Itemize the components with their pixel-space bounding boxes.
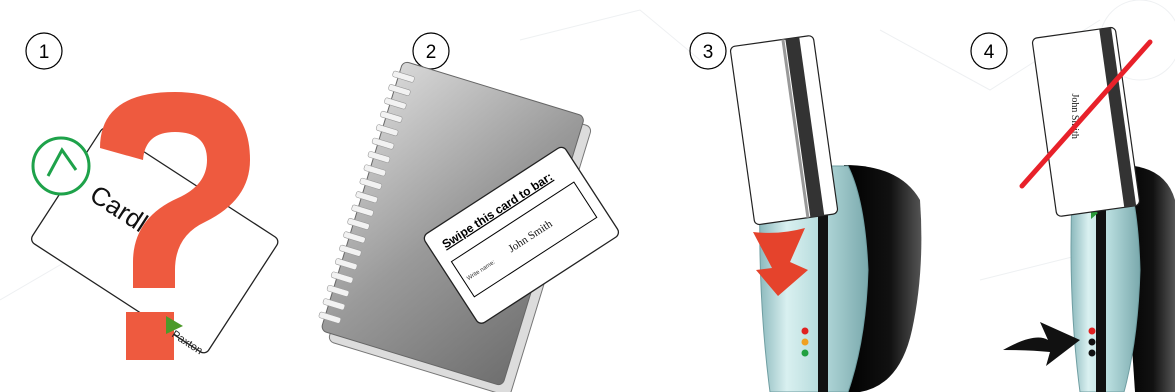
wrong-orientation-card: John Smith — [1031, 26, 1141, 217]
step-number-badge: 3 — [689, 32, 727, 70]
step-number-badge: 1 — [25, 32, 63, 70]
step-number: 3 — [703, 42, 714, 63]
led-icon — [1088, 327, 1096, 357]
pointer-arrow-icon — [1003, 322, 1080, 366]
card-handwritten-name-reversed: John Smith — [1069, 94, 1080, 139]
cross-out-icon — [1019, 39, 1153, 189]
card-slot — [1096, 172, 1106, 392]
spiral-binding — [318, 70, 415, 324]
step-number: 4 — [984, 42, 995, 63]
step-number: 2 — [426, 42, 437, 63]
card-reader — [759, 165, 922, 392]
swipe-arrow-icon — [753, 228, 808, 296]
led-icon — [801, 327, 809, 357]
question-mark-icon — [100, 92, 250, 360]
step-3: 3 — [689, 32, 922, 392]
swiping-card — [729, 35, 839, 226]
step-number-badge: 4 — [970, 32, 1008, 70]
magnetic-stripe — [1099, 27, 1137, 208]
step-1: 1 Cardlock Paxton — [25, 32, 279, 360]
card-slot — [818, 172, 828, 392]
step-2: 2 — [318, 32, 620, 392]
card-reader — [1070, 165, 1175, 392]
paxton-triangle-icon — [166, 316, 183, 334]
magnetic-stripe — [785, 37, 825, 218]
step-number-badge: 2 — [412, 32, 450, 70]
cardlock-logo-icon — [31, 136, 91, 196]
step-4: 4 John Smith — [970, 26, 1175, 392]
step-number: 1 — [39, 42, 50, 63]
